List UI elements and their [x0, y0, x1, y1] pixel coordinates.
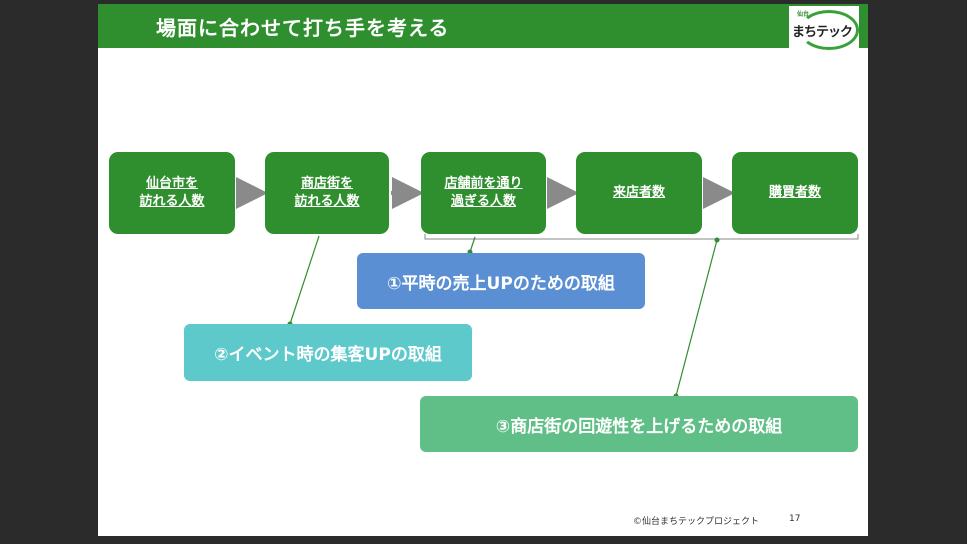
- copyright: ©仙台まちテックプロジェクト: [633, 517, 760, 527]
- flow-box-label: 来店者数: [612, 185, 665, 200]
- leader-line-three: [675, 239, 718, 397]
- slide: 場面に合わせて打ち手を考える 仙台 まちテック 仙台市を 訪れる人数: [98, 4, 868, 536]
- page-number: 17: [789, 514, 801, 524]
- range-bracket: [424, 234, 859, 240]
- leader-dot-three-a: [714, 237, 720, 243]
- flow-box-label: 店舗前を通り 過ぎる人数: [444, 176, 523, 209]
- flow-box-city-visitors: 仙台市を 訪れる人数: [109, 152, 235, 234]
- flow-box-label: 購買者数: [768, 185, 821, 200]
- leader-line-one: [469, 236, 476, 253]
- leader-line-two: [289, 235, 320, 325]
- logo-ring-icon: [799, 10, 859, 50]
- flow-box-label: 商店街を 訪れる人数: [294, 176, 360, 209]
- flow-box-buyers: 購買者数: [732, 152, 858, 234]
- flow-box-store-visitors: 来店者数: [576, 152, 702, 234]
- callout-one: ①平時の売上UPのための取組: [357, 253, 645, 309]
- logo-text: まちテック: [792, 25, 853, 40]
- callout-three: ③商店街の回遊性を上げるための取組: [420, 396, 858, 452]
- flow-box-label: 仙台市を 訪れる人数: [139, 176, 205, 209]
- connector-lines: [236, 177, 859, 399]
- callout-two: ②イベント時の集客UPの取組: [184, 324, 472, 381]
- flow-box-passersby: 店舗前を通り 過ぎる人数: [421, 152, 546, 234]
- header-bar: 場面に合わせて打ち手を考える 仙台 まちテック: [98, 4, 868, 50]
- flow-box-street-visitors: 商店街を 訪れる人数: [265, 152, 389, 234]
- page-title: 場面に合わせて打ち手を考える: [156, 16, 450, 40]
- logo-small-text: 仙台: [797, 11, 810, 18]
- logo: 仙台 まちテック: [789, 6, 859, 50]
